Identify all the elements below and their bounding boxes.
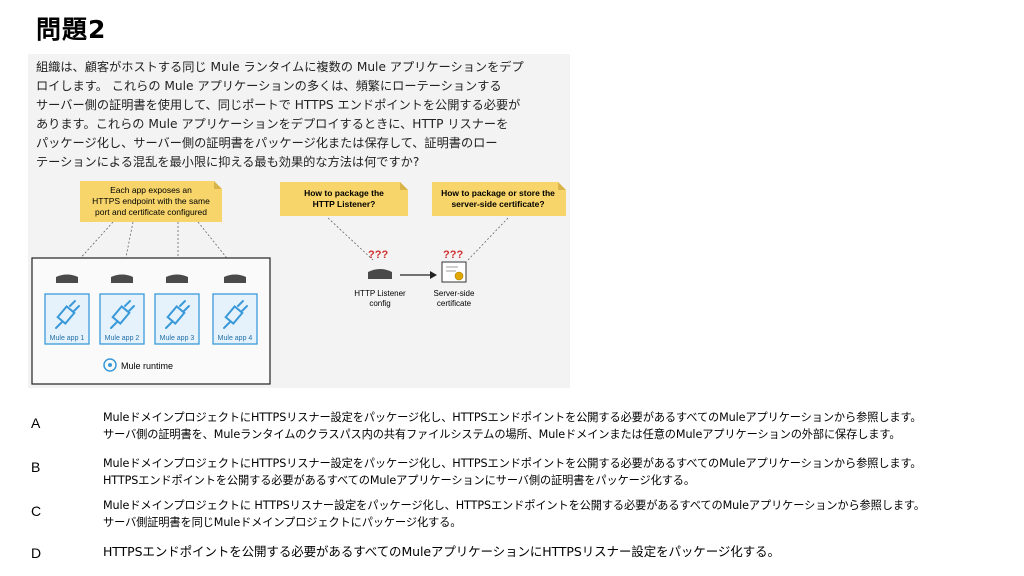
note3-line: server-side certificate? <box>451 199 544 209</box>
certificate-label: certificate <box>437 299 472 308</box>
plug-icon <box>55 300 80 329</box>
runtime-icon <box>103 358 117 372</box>
choice-text: HTTPSエンドポイントを公開する必要があるすべてのMuleアプリケーションにH… <box>103 544 780 559</box>
app-label: Mule app 4 <box>218 335 253 342</box>
note2-line: How to package the <box>304 188 384 198</box>
question-line: あります。これらの Mule アプリケーションをデプロイするときに、HTTP リ… <box>36 117 509 131</box>
runtime-label: Mule runtime <box>121 361 173 371</box>
plug-icon <box>165 300 190 329</box>
unknown-listener: ??? <box>368 249 388 261</box>
question-title: 問題2 <box>36 15 107 44</box>
note1-line: port and certificate configured <box>95 207 207 217</box>
choice-text: サーバ側の証明書を、Muleランタイムのクラスパス内の共有ファイルシステムの場所… <box>103 428 901 441</box>
mule-app-1: Mule app 1 <box>44 293 90 345</box>
choice-letter: C <box>31 503 42 519</box>
note-each-app: Each app exposes an HTTPS endpoint with … <box>80 181 222 222</box>
choice-text: サーバ側証明書を同じMuleドメインプロジェクトにパッケージ化する。 <box>103 516 462 529</box>
choice-letter: A <box>31 415 41 431</box>
listener-label: HTTP Listener <box>354 289 406 298</box>
mule-app-3: Mule app 3 <box>154 293 200 345</box>
question-line: パッケージ化し、サーバー側の証明書をパッケージ化または保存して、証明書のロー <box>36 136 498 150</box>
choice-text: MuleドメインプロジェクトにHTTPSリスナー設定をパッケージ化し、HTTPS… <box>103 411 922 424</box>
choice-letter: D <box>31 545 42 561</box>
question-line: ロイします。 これらの Mule アプリケーションの多くは、頻繁にローテーション… <box>36 79 502 93</box>
note-certificate-question: How to package or store the server-side … <box>432 182 566 216</box>
question-line: テーションによる混乱を最小限に抑える最も効果的な方法は何ですか? <box>36 155 420 169</box>
note3-line: How to package or store the <box>441 188 555 198</box>
app-label: Mule app 1 <box>50 335 85 342</box>
note2-line: HTTP Listener? <box>313 199 376 209</box>
certificate-icon <box>441 261 467 283</box>
arrow-right-icon <box>400 271 437 279</box>
architecture-diagram: Each app exposes an HTTPS endpoint with … <box>31 181 566 385</box>
note1-line: Each app exposes an <box>110 185 192 195</box>
app-label: Mule app 3 <box>160 335 195 342</box>
question-text: 組織は、顧客がホストする同じ Mule ランタイムに複数の Mule アプリケー… <box>36 58 566 172</box>
plug-icon <box>110 300 135 329</box>
unknown-certificate: ??? <box>443 249 463 261</box>
certificate-label: Server-side <box>434 289 475 298</box>
note-listener-question: How to package the HTTP Listener? <box>280 182 408 216</box>
mule-app-4: Mule app 4 <box>212 293 258 345</box>
choice-text: Muleドメインプロジェクトに HTTPSリスナー設定をパッケージ化し、HTTP… <box>103 499 925 512</box>
question-line: 組織は、顧客がホストする同じ Mule ランタイムに複数の Mule アプリケー… <box>36 60 524 74</box>
choice-text: HTTPSエンドポイントを公開する必要があるすべてのMuleアプリケーションにサ… <box>103 474 695 487</box>
app-label: Mule app 2 <box>105 335 140 342</box>
note1-line: HTTPS endpoint with the same <box>92 196 210 206</box>
choice-text: MuleドメインプロジェクトにHTTPSリスナー設定をパッケージ化し、HTTPS… <box>103 457 922 470</box>
question-panel: 組織は、顧客がホストする同じ Mule ランタイムに複数の Mule アプリケー… <box>28 54 570 388</box>
choice-letter: B <box>31 459 41 475</box>
plug-icon <box>223 300 248 329</box>
question-line: サーバー側の証明書を使用して、同じポートで HTTPS エンドポイントを公開する… <box>36 98 521 112</box>
mule-app-2: Mule app 2 <box>99 293 145 345</box>
listener-label: config <box>369 299 390 308</box>
listener-icon <box>368 269 392 279</box>
